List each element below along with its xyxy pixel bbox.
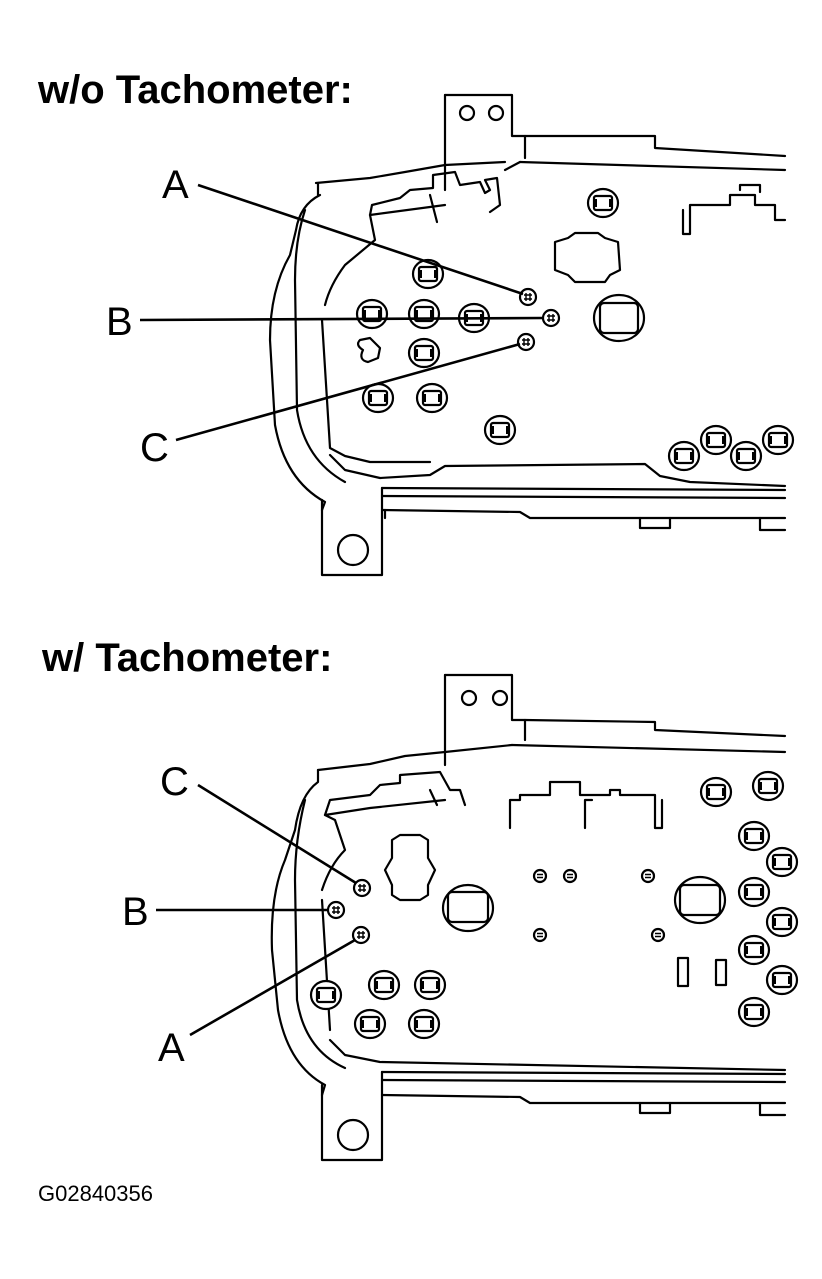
callout-a-top: A bbox=[162, 163, 189, 207]
upper-bracket-2 bbox=[443, 673, 527, 742]
screw-c-2 bbox=[352, 878, 372, 898]
screw-c bbox=[516, 332, 536, 352]
callout-b-bottom: B bbox=[122, 890, 149, 934]
screw-a bbox=[518, 287, 538, 307]
callout-c-bottom: C bbox=[160, 760, 189, 804]
screw-b bbox=[541, 308, 561, 328]
bracket-hole-1 bbox=[458, 104, 476, 122]
leader-b bbox=[139, 316, 544, 322]
lower-bracket-hole-2 bbox=[336, 1118, 370, 1152]
leader-a-2 bbox=[189, 938, 356, 1037]
screw-a-2 bbox=[351, 925, 371, 945]
large-bulb-socket bbox=[592, 293, 646, 343]
callout-a-bottom: A bbox=[158, 1026, 185, 1070]
screw-b-2 bbox=[326, 900, 346, 920]
center-socket bbox=[553, 231, 622, 284]
upper-bracket bbox=[443, 93, 527, 160]
tachometer-socket bbox=[673, 875, 727, 925]
leader-c-2 bbox=[197, 783, 357, 885]
heading-with-tachometer: w/ Tachometer: bbox=[42, 636, 333, 680]
leader-a bbox=[197, 183, 524, 296]
center-socket-2 bbox=[383, 833, 437, 902]
callout-b-top: B bbox=[106, 300, 133, 344]
cluster-without-tachometer-diagram bbox=[139, 93, 795, 577]
callout-c-top: C bbox=[140, 426, 169, 470]
figure-id: G02840356 bbox=[38, 1181, 153, 1206]
leader-c bbox=[175, 342, 521, 442]
cluster-with-tachometer-diagram bbox=[156, 673, 799, 1162]
bracket-hole-2 bbox=[487, 104, 505, 122]
lower-bracket-hole bbox=[336, 533, 370, 567]
heading-without-tachometer: w/o Tachometer: bbox=[38, 68, 353, 112]
